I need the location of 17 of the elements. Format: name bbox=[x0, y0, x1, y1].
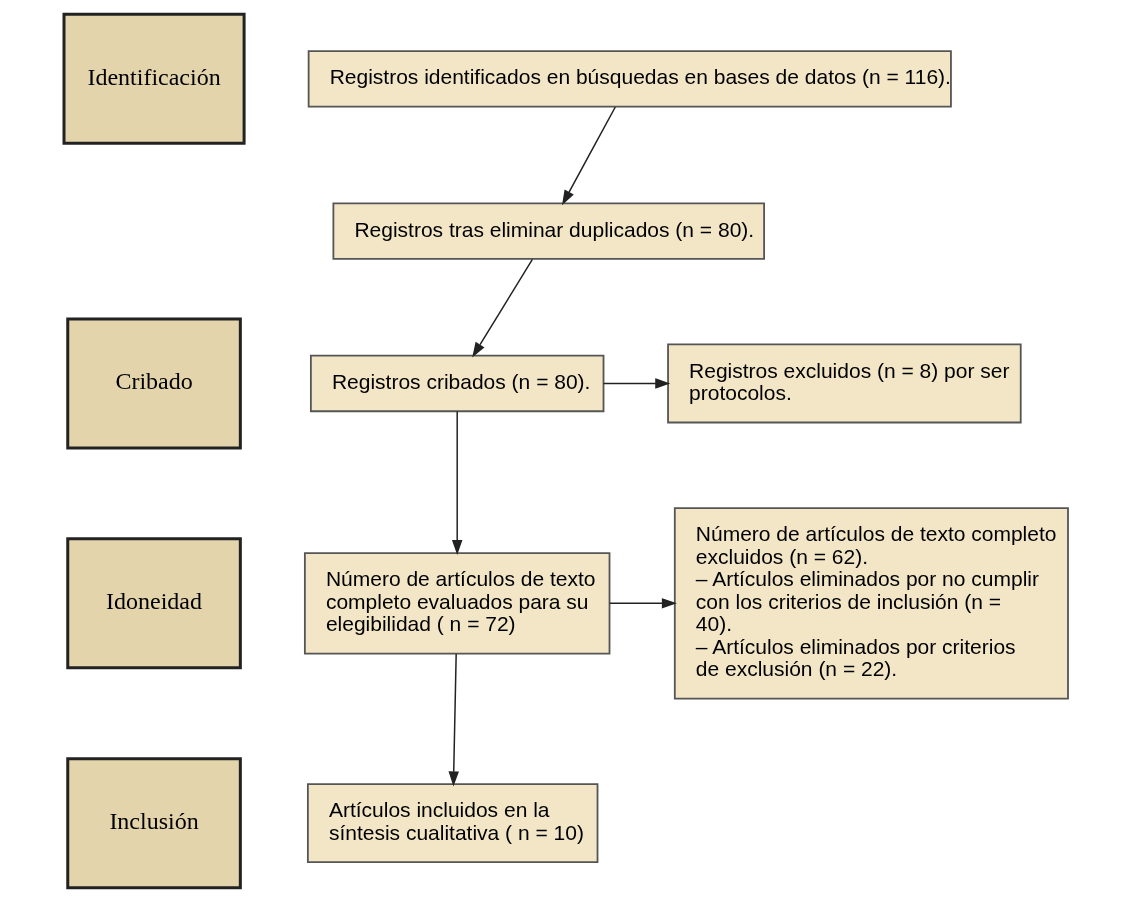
arrow bbox=[602, 378, 671, 389]
node-box: Artículos incluidos en la síntesis cualitativa ( n = 10) bbox=[306, 783, 599, 864]
node-box: Idoneidad bbox=[66, 537, 242, 670]
arrow bbox=[451, 410, 463, 555]
node-box: Registros identificados en búsquedas en bases de datos (n = 116). bbox=[307, 50, 952, 108]
node-box: Número de artículos de texto completo evaluados para su elegibilidad ( n = 72) bbox=[303, 552, 611, 655]
node-box: Cribado bbox=[66, 317, 242, 450]
node-box: Registros tras eliminar duplicados (n = 80). bbox=[332, 202, 765, 260]
node-box: Identificación bbox=[62, 12, 246, 145]
arrow bbox=[608, 598, 677, 609]
node-box: Registros excluidos (n = 8) por ser protocolos. bbox=[667, 343, 1022, 424]
node-box: Inclusión bbox=[66, 757, 242, 890]
arrow bbox=[472, 258, 534, 358]
arrow bbox=[562, 106, 617, 206]
node-box: Registros cribados (n = 80). bbox=[309, 354, 605, 413]
node-box: Número de artículos de texto completo excluidos (n = 62). – Artículos eliminados por no cumplir con los criterios de inclusión (n = 40). – Artículos eliminados por criterios de exclusión (n = 22). bbox=[673, 507, 1069, 700]
arrow bbox=[448, 653, 459, 787]
